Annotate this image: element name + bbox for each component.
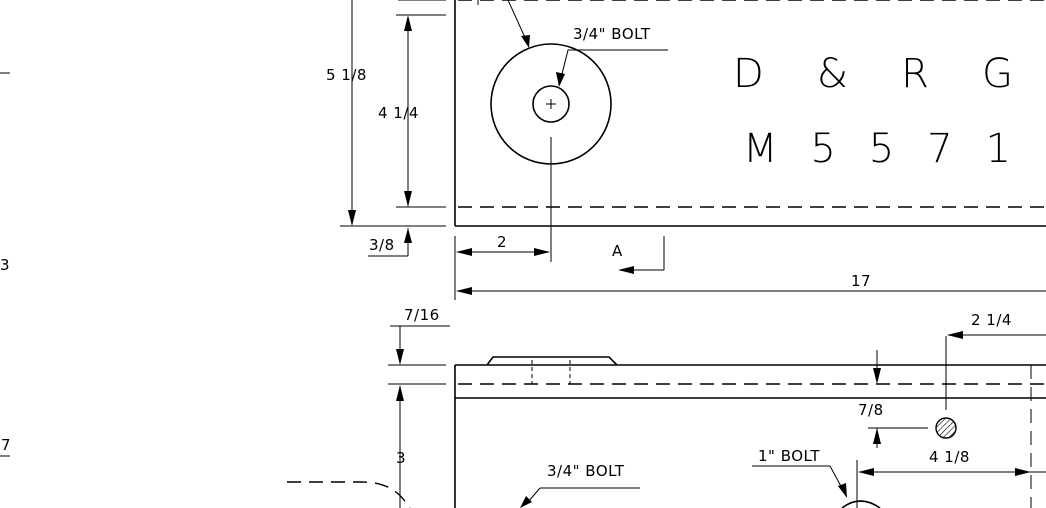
dim-pin-height-text: 7/8 [858, 401, 884, 419]
dim-inner-height: 4 1/4 [378, 0, 446, 208]
bolt-circle [532, 85, 570, 123]
top-view-plate [454, 0, 1046, 227]
lower-bolt-callout: 3/4" BOLT [520, 462, 640, 508]
dim-overall-length-text: 17 [851, 272, 871, 290]
left-edge-fragments: 3 7 [0, 72, 11, 457]
dim-pin-spacing-text: 4 1/8 [929, 448, 970, 466]
dim-top-thickness-text: 7/16 [404, 306, 440, 324]
stencil-marking: D & R G M 5 5 7 1 [733, 51, 1013, 172]
dim-pin-spacing: 4 1/8 [856, 448, 1046, 508]
stencil-line-2: M 5 5 7 1 [743, 126, 1011, 172]
dim-lower-height-text: 3 [396, 449, 406, 467]
dim-overall-height: 5 1/8 [326, 0, 446, 227]
dashed-curve [287, 481, 411, 508]
dim-right-offset: 2 1/4 [947, 311, 1046, 339]
section-marker-a: A [612, 236, 665, 274]
right-bolt-callout: 1" BOLT [752, 447, 881, 508]
edge-label-a: 3 [0, 256, 10, 274]
dim-bottom-offset: 3/8 [368, 228, 412, 257]
hatched-pin [935, 336, 957, 439]
dim-overall-height-text: 5 1/8 [326, 66, 367, 84]
stencil-line-1: D & R G [733, 51, 1013, 97]
dim-pin-height: 7/8 [858, 350, 928, 448]
upper-bolt-label: 3/4" BOLT [573, 25, 651, 43]
dim-bottom-offset-text: 3/8 [369, 236, 395, 254]
dim-hole-offset: 2 [454, 233, 550, 300]
right-bolt-label: 1" BOLT [758, 447, 820, 465]
section-label: A [612, 242, 623, 260]
dim-right-offset-text: 2 1/4 [971, 311, 1012, 329]
front-view [454, 356, 1046, 508]
upper-bolt-callout: 3/4" BOLT [556, 25, 668, 87]
dim-lower-height: 3 [396, 385, 406, 508]
bolt-hole-upper [490, 0, 612, 262]
dim-hole-offset-text: 2 [497, 233, 507, 251]
lower-bolt-label: 3/4" BOLT [547, 462, 625, 480]
dim-overall-length: 17 [456, 272, 1046, 295]
dim-top-thickness: 7/16 [388, 306, 450, 385]
dim-inner-height-text: 4 1/4 [378, 104, 419, 122]
edge-label-b: 7 [1, 436, 11, 454]
